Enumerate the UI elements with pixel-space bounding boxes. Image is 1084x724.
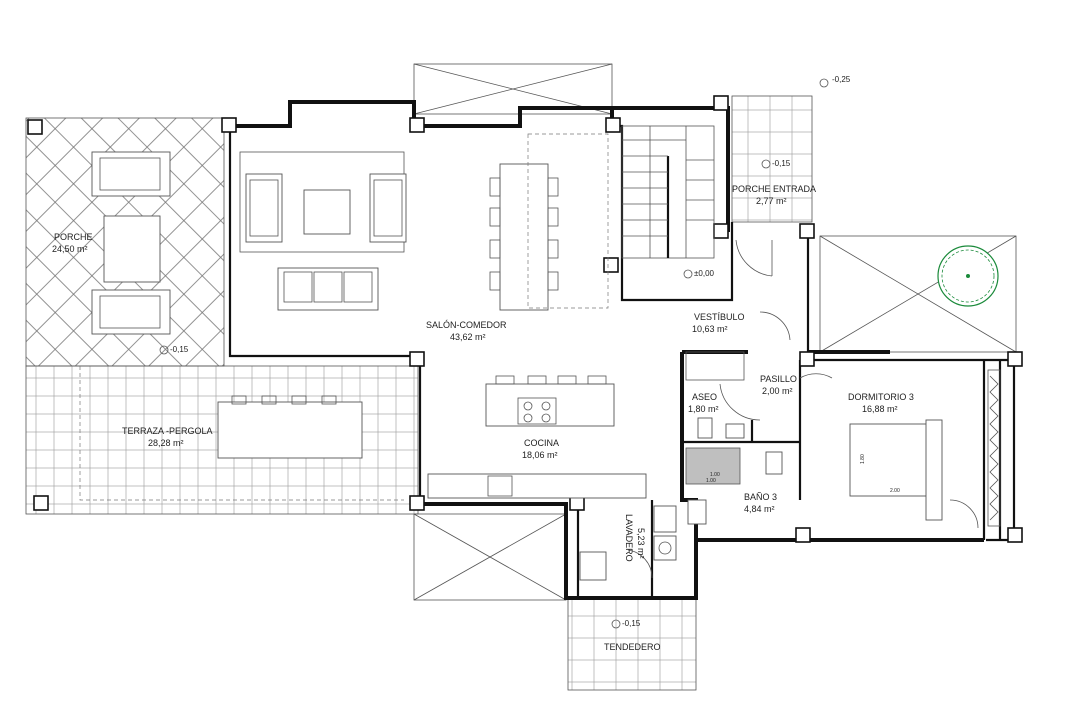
label-salon-name: SALÓN-COMEDOR (426, 320, 507, 330)
label-bano-name: BAÑO 3 (744, 492, 777, 502)
label-terraza-name: TERRAZA -PERGOLA (122, 426, 213, 436)
level-markers (159, 78, 829, 629)
label-vestibulo-name: VESTÍBULO (694, 312, 745, 322)
interior-walls (576, 360, 802, 598)
label-cocina-name: COCINA (524, 438, 559, 448)
upper-voids (413, 63, 613, 601)
dim-bano-a: 1.00 (710, 472, 720, 478)
label-cocina-area: 18,06 m² (522, 450, 558, 460)
label-lavadero-area: 5,23 m² (636, 528, 646, 559)
bedroom-furniture (849, 369, 1001, 527)
label-vestibulo-area: 10,63 m² (692, 324, 728, 334)
living-furniture (239, 151, 407, 311)
kitchen (427, 375, 647, 499)
dim-bed-w: 2.00 (890, 488, 900, 494)
dim-bano-b: 1.00 (706, 478, 716, 484)
label-dormitorio-area: 16,88 m² (862, 404, 898, 414)
level-porche: -0,15 (170, 345, 189, 354)
columns (27, 95, 1023, 543)
label-aseo-name: ASEO (692, 392, 717, 402)
label-salon-area: 43,62 m² (450, 332, 486, 342)
level-porche-entrada: -0,15 (772, 159, 791, 168)
tendedero-area (567, 597, 697, 691)
label-porche-entrada-area: 2,77 m² (756, 196, 787, 206)
dim-bed-h: 1.80 (860, 454, 866, 464)
label-dormitorio-name: DORMITORIO 3 (848, 392, 914, 402)
label-pasillo-name: PASILLO (760, 374, 797, 384)
porche-entrada-area (731, 95, 813, 223)
doors (627, 239, 979, 579)
porche-area (25, 117, 225, 367)
patio-area (819, 235, 1017, 353)
label-aseo-area: 1,80 m² (688, 404, 719, 414)
terraza-area (25, 365, 419, 515)
level-top-right: -0,25 (832, 75, 851, 84)
label-lavadero-name: LAVADERO (624, 514, 634, 562)
label-porche-area: 24,50 m² (52, 244, 88, 254)
level-tendedero: -0,15 (622, 619, 641, 628)
label-terraza-area: 28,28 m² (148, 438, 184, 448)
label-tendedero-name: TENDEDERO (604, 642, 661, 652)
label-pasillo-area: 2,00 m² (762, 386, 793, 396)
label-bano-area: 4,84 m² (744, 504, 775, 514)
label-porche-name: PORCHE (54, 232, 93, 242)
bath-fixtures (579, 351, 783, 581)
dining-table (489, 133, 609, 311)
label-porche-entrada-name: PORCHE ENTRADA (732, 184, 816, 194)
staircase (621, 125, 715, 259)
level-vestibulo: ±0,00 (694, 269, 715, 278)
